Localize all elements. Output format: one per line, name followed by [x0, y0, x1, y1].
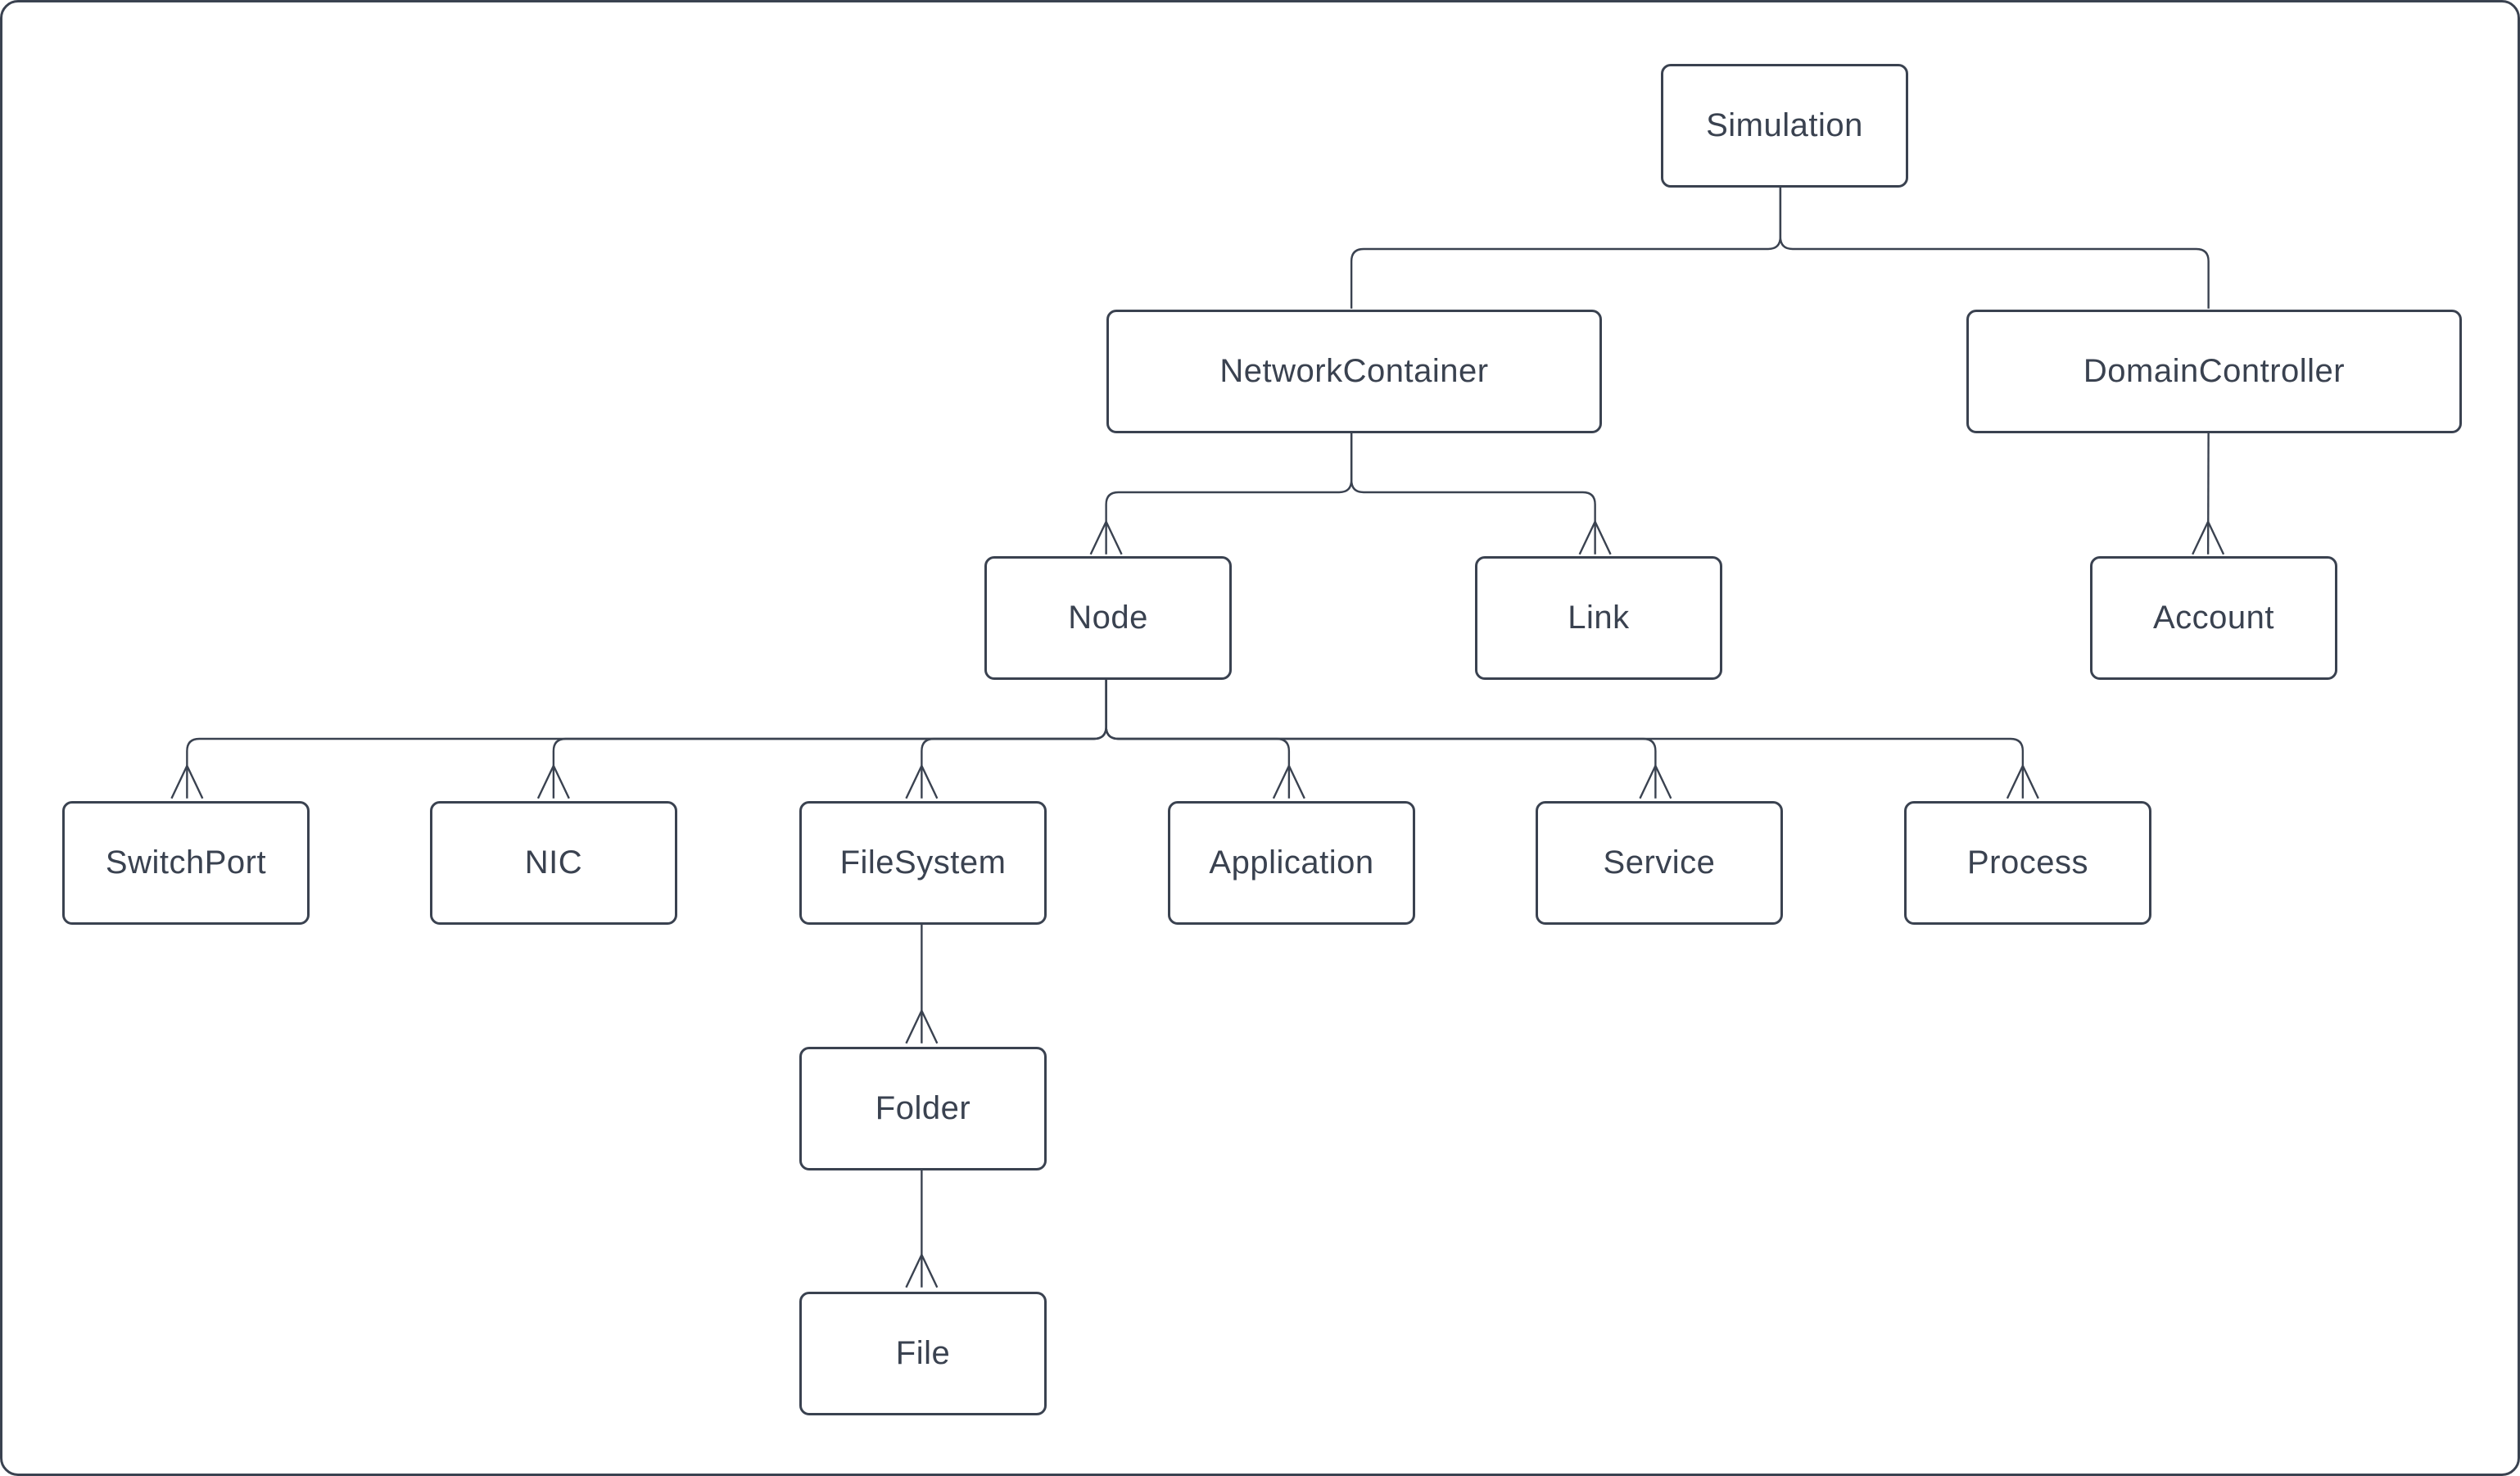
- open-arrowhead-icon-account: [2192, 519, 2225, 555]
- node-label-application: Application: [1209, 844, 1374, 881]
- open-arrowhead-icon-node: [1089, 519, 1123, 555]
- node-label-account: Account: [2152, 600, 2275, 636]
- node-application: Application: [1168, 801, 1415, 925]
- node-label-nic: NIC: [524, 844, 583, 881]
- node-label-link: Link: [1568, 600, 1630, 636]
- node-network-container: NetworkContainer: [1106, 310, 1602, 433]
- node-label-folder: Folder: [875, 1090, 971, 1126]
- open-arrowhead-icon-switchport: [170, 763, 204, 799]
- open-arrowhead-icon-nic: [536, 763, 570, 799]
- edge-simulation-domain-controller: [1779, 187, 2210, 309]
- node-folder: Folder: [799, 1047, 1047, 1170]
- node-label-filesystem: FileSystem: [839, 844, 1007, 881]
- open-arrowhead-icon-application: [1272, 763, 1305, 799]
- open-arrowhead-icon-filesystem: [905, 763, 939, 799]
- node-simulation: Simulation: [1661, 64, 1908, 188]
- node-label-process: Process: [1967, 844, 2088, 881]
- open-arrowhead-icon-folder: [905, 1008, 939, 1044]
- edge-network-container-link: [1350, 432, 1596, 555]
- node-switchport: SwitchPort: [62, 801, 310, 925]
- edge-network-container-node: [1105, 432, 1353, 555]
- node-service: Service: [1536, 801, 1783, 925]
- node-domain-controller: DomainController: [1966, 310, 2462, 433]
- open-arrowhead-icon-service: [1639, 763, 1672, 799]
- open-arrowhead-icon-file: [905, 1252, 939, 1288]
- node-label-domain-controller: DomainController: [2083, 353, 2346, 389]
- node-label-service: Service: [1603, 844, 1716, 881]
- edge-simulation-network-container: [1350, 187, 1782, 309]
- node-label-network-container: NetworkContainer: [1219, 353, 1489, 389]
- node-filesystem: FileSystem: [799, 801, 1047, 925]
- node-node: Node: [984, 556, 1232, 680]
- node-nic: NIC: [430, 801, 677, 925]
- node-link: Link: [1475, 556, 1722, 680]
- edge-node-process: [1105, 677, 2025, 799]
- node-label-simulation: Simulation: [1706, 107, 1863, 143]
- node-label-node: Node: [1068, 600, 1148, 636]
- node-process: Process: [1904, 801, 2151, 925]
- node-account: Account: [2090, 556, 2337, 680]
- node-label-switchport: SwitchPort: [105, 844, 267, 881]
- open-arrowhead-icon-link: [1578, 519, 1612, 555]
- open-arrowhead-icon-process: [2006, 763, 2039, 799]
- node-label-file: File: [895, 1335, 951, 1371]
- node-file: File: [799, 1292, 1047, 1415]
- edge-node-filesystem: [921, 677, 1107, 799]
